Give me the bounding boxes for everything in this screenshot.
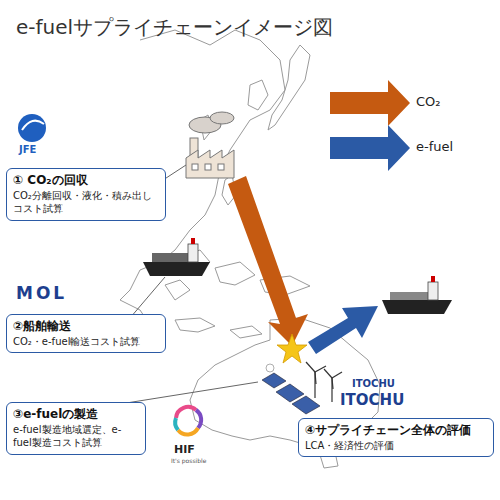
callout-box: ① CO₂の回収CO₂分離回収・液化・積み出しコスト試算 [6,168,166,221]
callout-body: CO₂分離回収・液化・積み出しコスト試算 [13,189,159,216]
itochu-logo-arc: ITOCHU [352,378,395,389]
itochu-logo-text: ITOCHU [340,392,404,409]
callout-box: ③e-fuelの製造e-fuel製造地域選定、e-fuel製造コスト試算 [6,402,146,455]
mol-logo-text: MOL [16,284,67,303]
legend-label: e-fuel [416,139,453,154]
callout-box: ②船舶輸送CO₂・e-fuel輸送コスト試算 [6,314,166,353]
callout-heading: ④サプライチェーン全体の評価 [305,423,487,439]
callout-box: ④サプライチェーン全体の評価LCA・経済性の評価 [298,418,494,457]
callout-body: e-fuel製造地域選定、e-fuel製造コスト試算 [13,423,139,450]
hif-logo-text: HIF [174,444,195,456]
callout-heading: ① CO₂の回収 [13,173,159,189]
diagram-title: e-fuelサプライチェーンイメージ図 [16,14,333,41]
callout-body: LCA・経済性の評価 [305,439,487,453]
callout-heading: ③e-fuelの製造 [13,407,139,423]
callout-body: CO₂・e-fuel輸送コスト試算 [13,335,159,349]
callout-heading: ②船舶輸送 [13,319,159,335]
jfe-logo-text: JFE [19,144,36,155]
hif-tagline: It's possible [171,458,206,465]
legend-label: CO₂ [416,94,441,109]
